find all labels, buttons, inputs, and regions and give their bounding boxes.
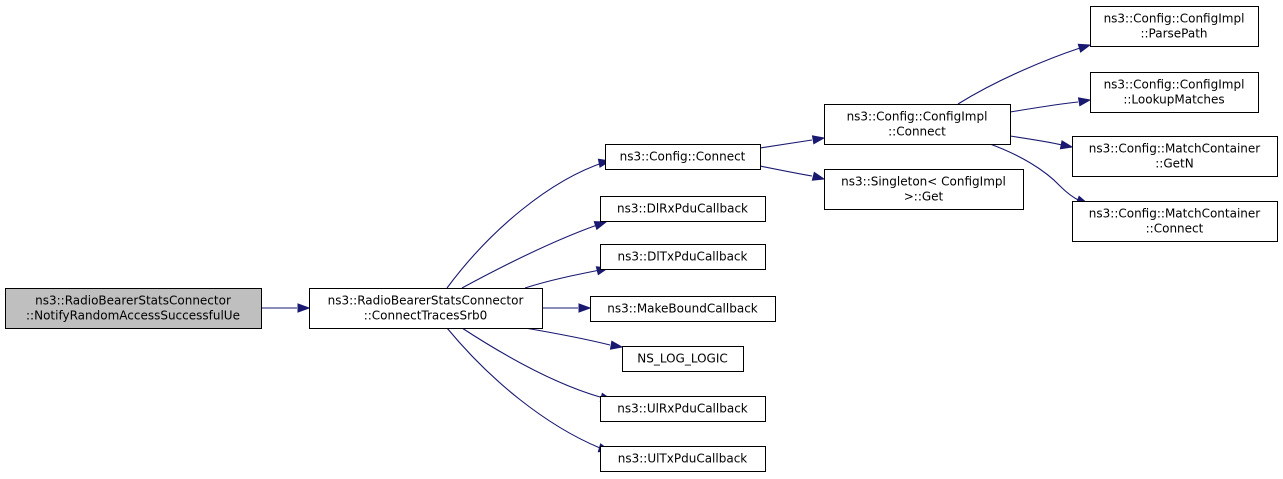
node-label: ns3::Config::ConfigImpl: [847, 110, 988, 124]
node-ns-log-logic[interactable]: NS_LOG_LOGIC: [622, 346, 744, 372]
node-box: [622, 346, 744, 372]
edge-line: [957, 47, 1081, 105]
node-box: [600, 446, 766, 472]
node-label: ns3::Config::MatchContainer: [1089, 142, 1260, 156]
arrow-head: [593, 221, 608, 231]
call-nodes: ns3::RadioBearerStatsConnector::NotifyRa…: [5, 6, 1278, 472]
edge-line: [759, 165, 813, 177]
node-box: [1090, 72, 1259, 113]
node-box: [309, 288, 543, 329]
node-config-connect[interactable]: ns3::Config::Connect: [605, 144, 761, 170]
node-label: ::Connect: [1146, 222, 1204, 236]
arrow-head: [297, 303, 311, 313]
node-label: NS_LOG_LOGIC: [637, 352, 728, 366]
node-box: [600, 196, 766, 222]
arrow-head: [609, 340, 624, 350]
node-box: [824, 169, 1024, 210]
node-label: ns3::DlRxPduCallback: [617, 202, 748, 216]
edge-n1-n2: [446, 158, 612, 289]
node-config-impl-lookup-matches[interactable]: ns3::Config::ConfigImpl::LookupMatches: [1090, 72, 1259, 113]
edge-n2-n9: [759, 135, 826, 149]
edge-line: [446, 327, 601, 449]
node-label: ::Connect: [888, 125, 946, 139]
edge-line: [524, 327, 611, 346]
edge-n9-n13: [1009, 135, 1074, 150]
node-label: ::ConnectTracesSrb0: [364, 309, 488, 323]
node-singleton-config-impl-get[interactable]: ns3::Singleton< ConfigImpl >::Get: [824, 169, 1024, 210]
edge-n0-n1: [261, 303, 311, 313]
node-label: >::Get: [904, 190, 944, 204]
node-match-container-get-n[interactable]: ns3::Config::MatchContainer::GetN: [1072, 136, 1278, 177]
node-dl-tx-pdu-callback[interactable]: ns3::DlTxPduCallback: [600, 244, 766, 270]
node-label: ns3::UlRxPduCallback: [617, 402, 748, 416]
node-label: ns3::DlTxPduCallback: [618, 250, 748, 264]
arrow-head: [1059, 140, 1074, 150]
edge-n9-n12: [1009, 97, 1092, 113]
node-label: ns3::RadioBearerStatsConnector: [35, 294, 231, 308]
node-box: [1072, 136, 1278, 177]
arrow-head: [811, 171, 826, 181]
node-label: ns3::Config::MatchContainer: [1089, 207, 1260, 221]
node-box: [5, 288, 262, 329]
node-config-impl-parse-path[interactable]: ns3::Config::ConfigImpl::ParsePath: [1090, 6, 1259, 47]
node-ul-rx-pdu-callback[interactable]: ns3::UlRxPduCallback: [600, 396, 766, 422]
arrow-head: [1077, 97, 1092, 107]
node-connect-traces-srb0[interactable]: ns3::RadioBearerStatsConnector::ConnectT…: [309, 288, 543, 329]
edge-n1-n3: [461, 221, 608, 289]
node-label: ::LookupMatches: [1123, 93, 1224, 107]
edge-line: [759, 139, 813, 149]
node-label: ns3::Config::Connect: [620, 150, 746, 164]
node-label: ns3::UlTxPduCallback: [618, 452, 748, 466]
node-box: [824, 104, 1011, 145]
edge-line: [524, 269, 601, 289]
arrow-head: [811, 135, 826, 145]
node-label: ::ParsePath: [1140, 27, 1207, 41]
edge-line: [1009, 101, 1079, 113]
edge-n1-n4: [524, 266, 610, 289]
node-config-impl-connect[interactable]: ns3::Config::ConfigImpl::Connect: [824, 104, 1011, 145]
edge-n2-n10: [759, 165, 826, 181]
edge-n9-n11: [957, 43, 1092, 105]
edge-n1-n8: [446, 327, 612, 453]
arrow-head: [578, 303, 592, 313]
edge-line: [989, 143, 1081, 202]
node-box: [605, 144, 761, 170]
node-match-container-connect[interactable]: ns3::Config::MatchContainer::Connect: [1072, 201, 1278, 242]
edge-n1-n5: [542, 303, 592, 313]
edge-line: [461, 223, 601, 289]
node-label: ns3::Config::ConfigImpl: [1104, 78, 1245, 92]
arrow-head: [1077, 43, 1092, 53]
node-label: ns3::Singleton< ConfigImpl: [841, 175, 1006, 189]
edge-line: [1009, 135, 1063, 146]
node-label: ::GetN: [1155, 157, 1193, 171]
edge-n1-n7: [461, 327, 614, 402]
node-label: ns3::MakeBoundCallback: [607, 302, 758, 316]
node-label: ns3::RadioBearerStatsConnector: [328, 294, 524, 308]
node-box: [1090, 6, 1259, 47]
node-label: ns3::Config::ConfigImpl: [1104, 12, 1245, 26]
node-ul-tx-pdu-callback[interactable]: ns3::UlTxPduCallback: [600, 446, 766, 472]
node-notify-random-access-successful-ue[interactable]: ns3::RadioBearerStatsConnector::NotifyRa…: [5, 288, 262, 329]
node-box: [600, 244, 766, 270]
node-label: ::NotifyRandomAccessSuccessfulUe: [26, 309, 240, 323]
node-box: [590, 296, 776, 322]
edge-line: [461, 327, 601, 398]
node-box: [1072, 201, 1278, 242]
node-box: [600, 396, 766, 422]
edge-n1-n6: [524, 327, 624, 350]
edge-line: [446, 161, 606, 289]
node-make-bound-callback[interactable]: ns3::MakeBoundCallback: [590, 296, 776, 322]
node-dl-rx-pdu-callback[interactable]: ns3::DlRxPduCallback: [600, 196, 766, 222]
